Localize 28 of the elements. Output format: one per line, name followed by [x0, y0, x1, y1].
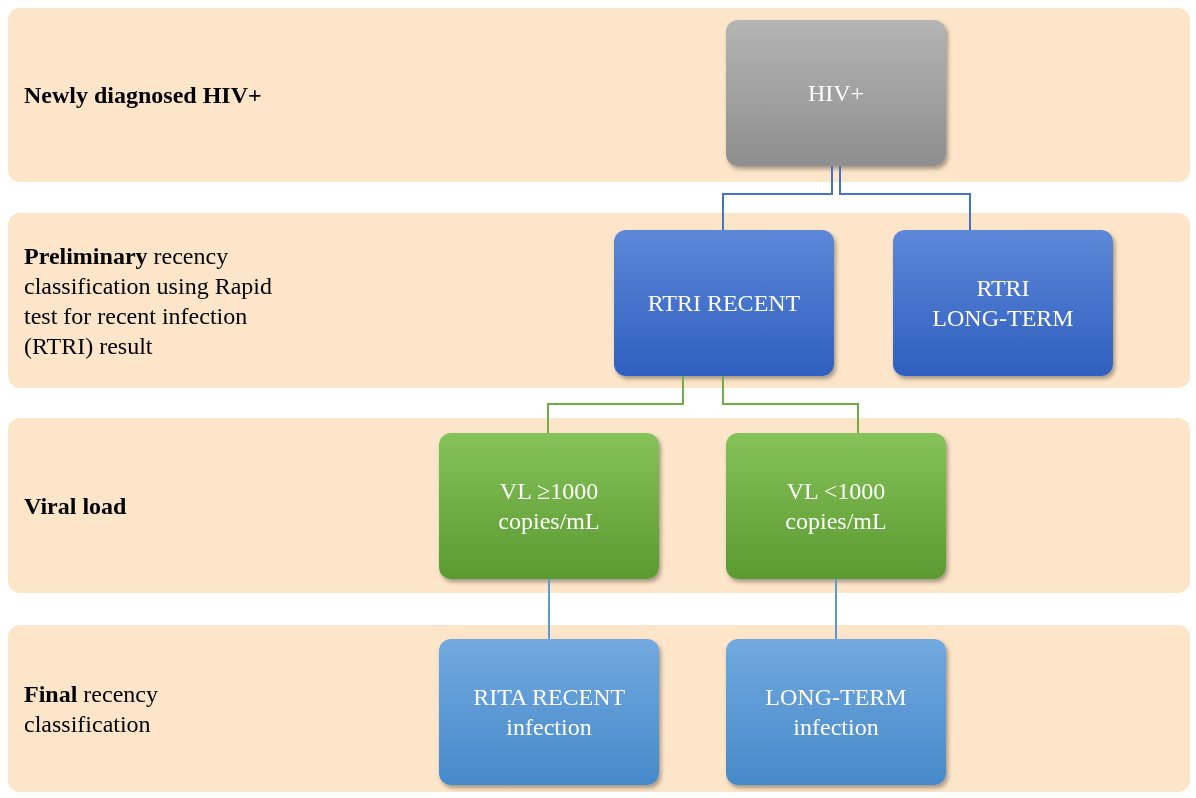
- process-box: [439, 639, 659, 785]
- box-label: VL <1000 copies/mL: [784, 477, 888, 536]
- row-band: [8, 8, 1190, 182]
- row-band: [8, 418, 1190, 593]
- box-label: VL ≥1000 copies/mL: [497, 477, 601, 536]
- row-band: [8, 213, 1190, 388]
- connector-line: [722, 165, 833, 231]
- connector-line: [722, 375, 859, 434]
- box-label: RTRI RECENT: [646, 289, 802, 318]
- connector-line: [839, 165, 971, 231]
- process-box: [893, 230, 1113, 376]
- process-box: [726, 20, 946, 166]
- process-box: [614, 230, 834, 376]
- row-label: Newly diagnosed HIV+: [24, 81, 263, 110]
- row-label: Preliminary recency classification using Rapid test for recent infection (RTRI) result: [24, 241, 273, 361]
- connector-line: [547, 375, 684, 434]
- box-label: RTRI LONG-TERM: [931, 274, 1075, 333]
- box-label: LONG-TERM infection: [764, 683, 908, 742]
- box-label: HIV+: [806, 79, 866, 108]
- row-label: Final recency classification: [24, 679, 159, 739]
- row-label: Viral load: [24, 491, 128, 521]
- connector-line: [548, 578, 550, 640]
- row-band: [8, 625, 1190, 792]
- box-label: RITA RECENT infection: [472, 683, 626, 742]
- connector-line: [835, 578, 837, 640]
- process-box: [726, 433, 946, 579]
- process-box: [726, 639, 946, 785]
- process-box: [439, 433, 659, 579]
